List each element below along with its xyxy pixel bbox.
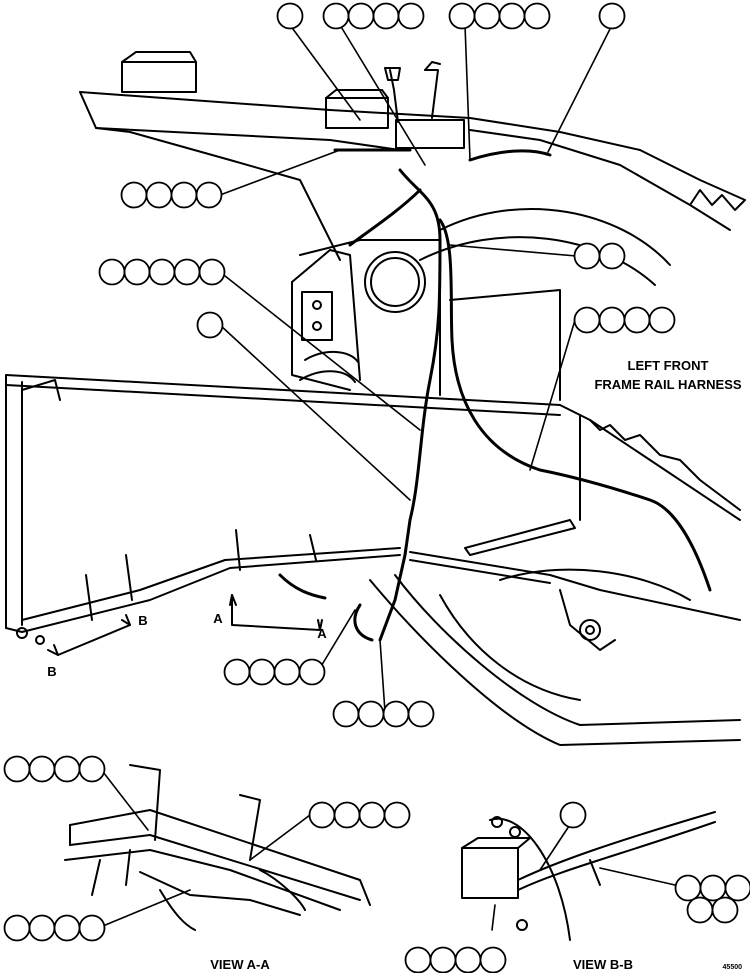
callout-circle-low-4b-2 (357, 700, 385, 728)
frame-rail (5, 374, 741, 645)
wheel-arch (291, 207, 671, 401)
callout-circle-left-5-1 (98, 258, 126, 286)
callout-circle-left-5-4 (173, 258, 201, 286)
callout-circle-low-4b-3 (382, 700, 410, 728)
harness-label-line1: LEFT FRONT (628, 358, 709, 373)
callout-circle-bb-4-3 (454, 946, 482, 973)
callout-circle-aa-4-2 (28, 755, 56, 783)
callout-circle-low-4-1 (223, 658, 251, 686)
callout-circle-bb-4-4 (479, 946, 507, 973)
callout-circle-bb-4-1 (404, 946, 432, 973)
callout-circle-aa-4c-3 (53, 914, 81, 942)
callout-circle-aa-4b-3 (358, 801, 386, 829)
section-markers (47, 594, 323, 656)
callout-circle-top-4b-3 (498, 2, 526, 30)
callout-circle-top-4b-1 (448, 2, 476, 30)
section-a-marker-left: A (213, 611, 223, 626)
callout-circle-bb-5-2 (699, 874, 727, 902)
view-bb-detail (461, 811, 716, 941)
harness-label-line2: FRAME RAIL HARNESS (594, 377, 741, 392)
callout-circle-right-4-3 (623, 306, 651, 334)
callout-circle-top-4-1 (322, 2, 350, 30)
callout-circle-aa-4c-2 (28, 914, 56, 942)
callout-circle-left-1-1 (196, 311, 224, 339)
callout-circle-left-4-4 (195, 181, 223, 209)
callout-circle-aa-4b-2 (333, 801, 361, 829)
callout-circle-aa-4c-1 (3, 914, 31, 942)
callout-circle-low-4-2 (248, 658, 276, 686)
callout-circle-right-4-4 (648, 306, 676, 334)
callout-circle-left-4-3 (170, 181, 198, 209)
callout-circle-aa-4-4 (78, 755, 106, 783)
callout-bubbles (3, 2, 750, 973)
callout-circle-right-4-2 (598, 306, 626, 334)
callout-circle-bb-5-3 (724, 874, 750, 902)
callout-circle-left-5-3 (148, 258, 176, 286)
callout-circle-left-5-2 (123, 258, 151, 286)
callout-circle-top-4-2 (347, 2, 375, 30)
view-bb-label: VIEW B-B (573, 957, 633, 972)
callout-circle-bb-1-1 (559, 801, 587, 829)
section-a-marker-right: A (317, 626, 327, 641)
harness-routes (278, 148, 712, 642)
callout-circle-left-4-1 (120, 181, 148, 209)
callout-circle-aa-4c-4 (78, 914, 106, 942)
callout-circle-top-4-3 (372, 2, 400, 30)
callout-circle-low-4-3 (273, 658, 301, 686)
figure-number: 45500 (723, 964, 743, 971)
cab-deck (79, 51, 746, 261)
callout-circle-top-4b-4 (523, 2, 551, 30)
callout-circle-top-1-1 (276, 2, 304, 30)
callout-circle-low-4b-1 (332, 700, 360, 728)
callout-circle-low-4-4 (298, 658, 326, 686)
callout-circle-top-4b-2 (473, 2, 501, 30)
view-aa-label: VIEW A-A (210, 957, 270, 972)
callout-circle-bb-5-1 (674, 874, 702, 902)
callout-circle-aa-4b-4 (383, 801, 411, 829)
section-b-marker-right: B (138, 613, 147, 628)
callout-circle-aa-4-3 (53, 755, 81, 783)
callout-circle-bb-5-11 (686, 896, 714, 924)
callout-circle-left-5-5 (198, 258, 226, 286)
callout-circle-top-1b-1 (598, 2, 626, 30)
callout-circle-mid-2-2 (598, 242, 626, 270)
view-aa-detail (64, 764, 371, 931)
callout-circle-bb-5-12 (711, 896, 739, 924)
callout-circle-aa-4b-1 (308, 801, 336, 829)
callout-circle-aa-4-1 (3, 755, 31, 783)
callout-circle-mid-2-1 (573, 242, 601, 270)
callout-circle-right-4-1 (573, 306, 601, 334)
lower-wheel-well (369, 568, 741, 746)
callout-circle-low-4b-4 (407, 700, 435, 728)
section-b-marker-left: B (47, 664, 56, 679)
callout-circle-left-4-2 (145, 181, 173, 209)
callout-circle-bb-4-2 (429, 946, 457, 973)
callout-circle-top-4-4 (397, 2, 425, 30)
leader-lines (97, 24, 676, 931)
